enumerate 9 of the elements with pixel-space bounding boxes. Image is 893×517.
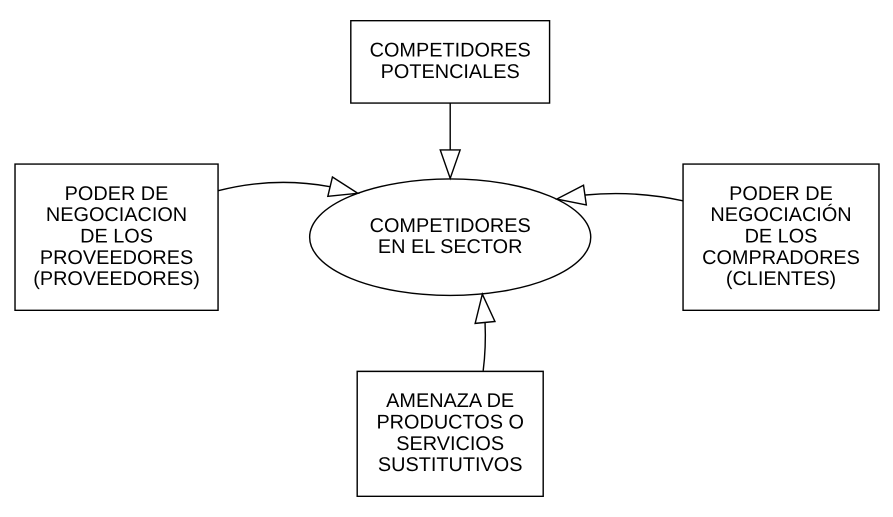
arrow <box>438 103 461 180</box>
node-box: PODER DE NEGOCIACION DE LOS PROVEEDORES (PROVEEDORES) <box>14 163 218 312</box>
arrow <box>218 176 360 198</box>
node-box: AMENAZA DE PRODUCTOS O SERVICIOS SUSTITUTIVOS <box>356 370 544 498</box>
arrow <box>474 292 496 371</box>
node-ellipse: COMPETIDORES EN EL SECTOR <box>308 178 591 296</box>
node-box: PODER DE NEGOCIACIÓN DE LOS COMPRADORES (CLIENTES) <box>682 163 880 312</box>
arrow <box>554 184 683 206</box>
node-box: COMPETIDORES POTENCIALES <box>350 20 550 104</box>
